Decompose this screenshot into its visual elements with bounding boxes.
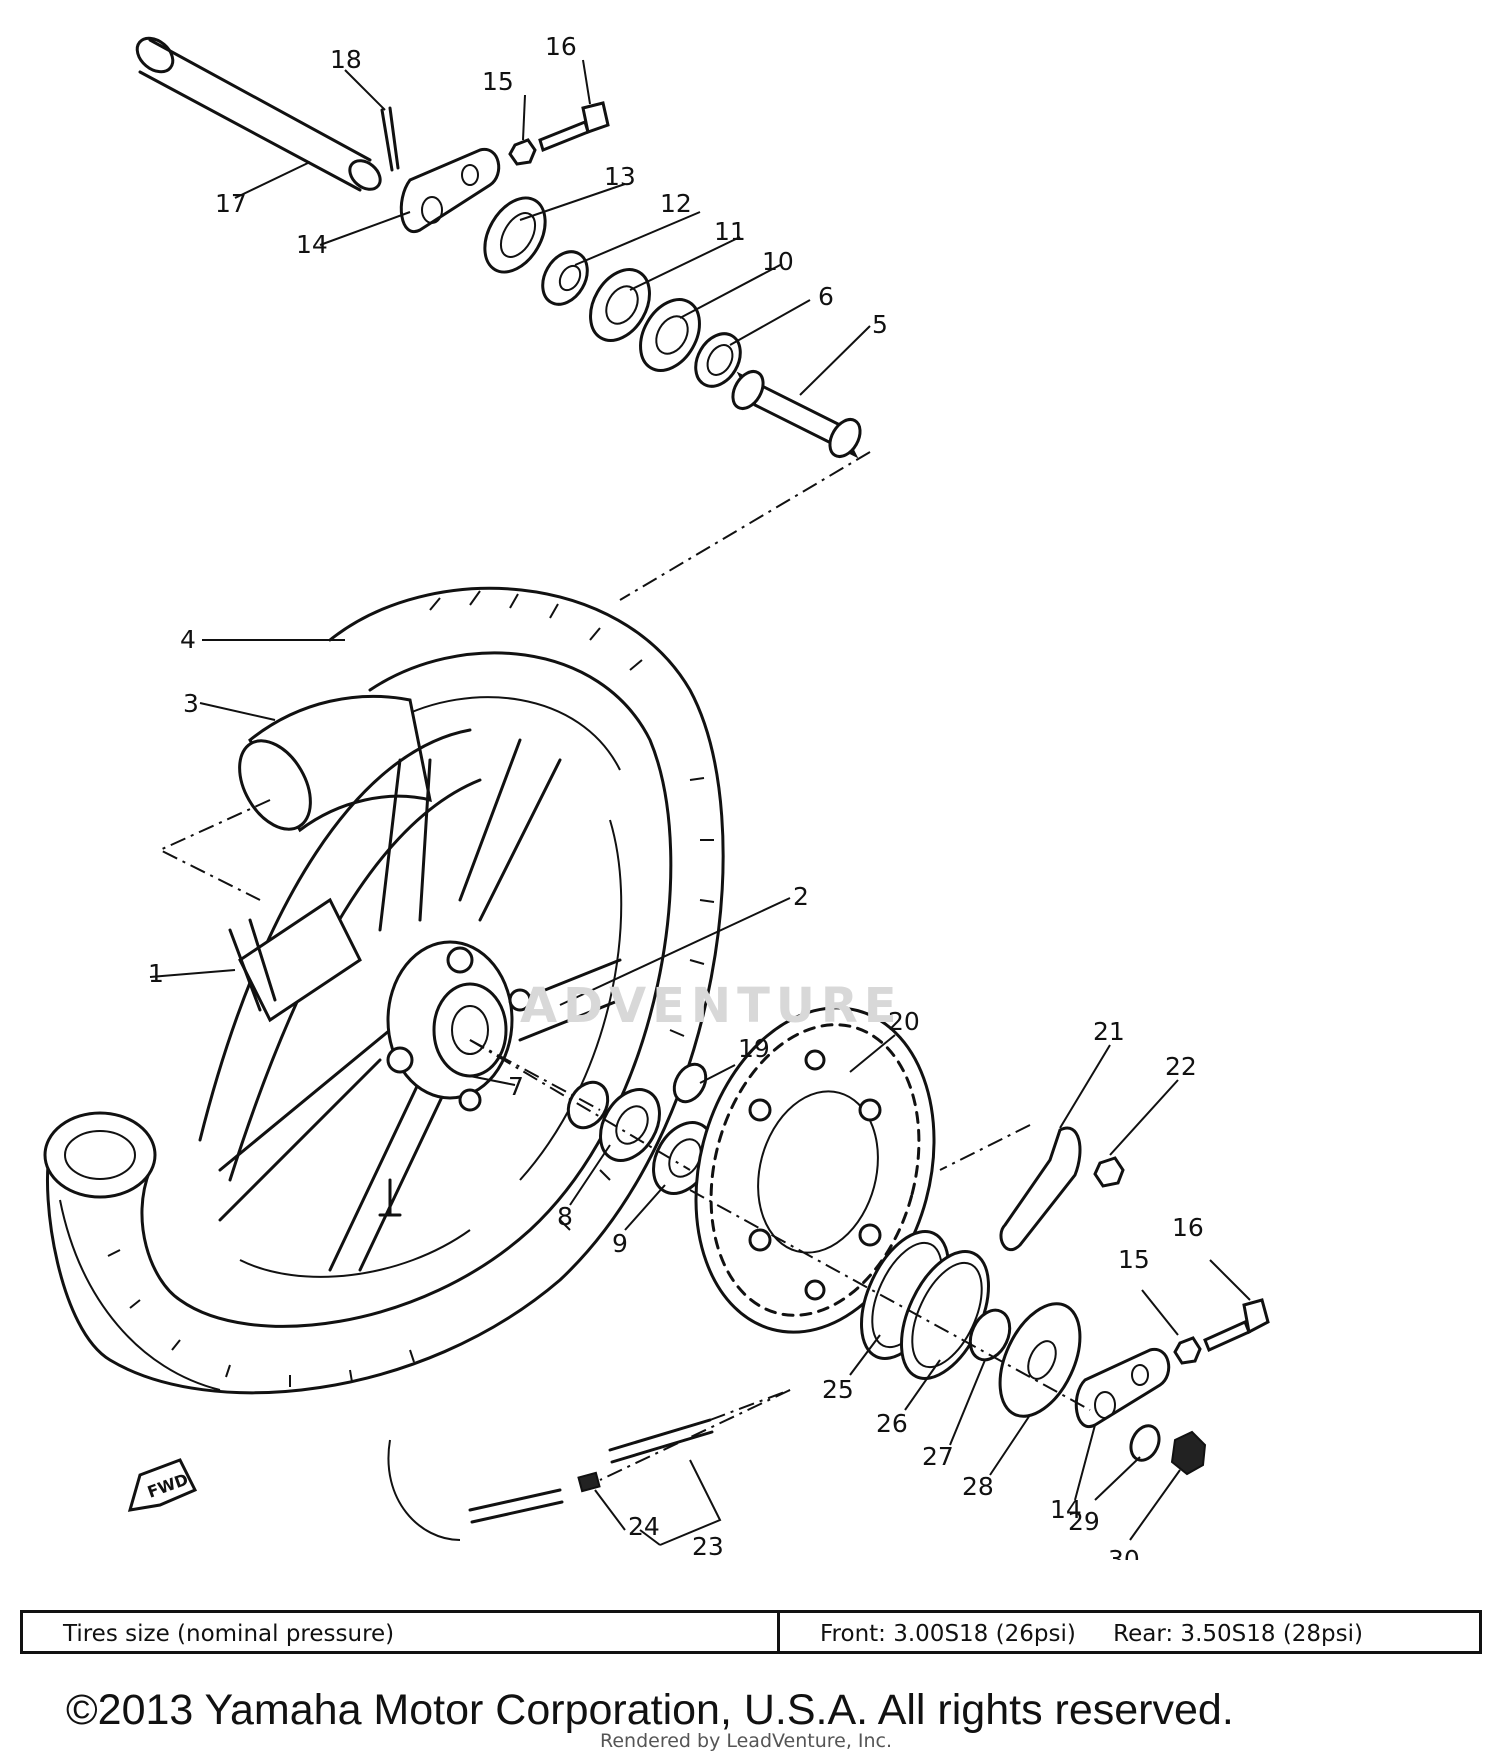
callout-30: 30 (1108, 1545, 1140, 1560)
copyright-notice: ©2013 Yamaha Motor Corporation, U.S.A. A… (66, 1686, 1234, 1734)
spacer-tube (731, 370, 862, 459)
swing-arm-outline (387, 1439, 461, 1541)
callout-10: 10 (762, 247, 794, 276)
lock-washer (999, 1126, 1082, 1252)
callout-23: 23 (692, 1532, 724, 1560)
tire-size-label: Tires size (nominal pressure) (20, 1610, 780, 1654)
circlip-19 (672, 1062, 708, 1104)
callout-28: 28 (962, 1472, 994, 1501)
spacer-top (541, 250, 589, 306)
callout-12: 12 (660, 189, 692, 218)
callout-26: 26 (876, 1409, 908, 1438)
tire-spec-table: Tires size (nominal pressure) Front: 3.0… (20, 1610, 1482, 1654)
callout-8: 8 (557, 1202, 573, 1231)
nut-bottom (1173, 1336, 1202, 1365)
tire-size-values: Front: 3.00S18 (26psi) Rear: 3.50S18 (28… (777, 1610, 1482, 1654)
fwd-arrow-icon: FWD (127, 1458, 198, 1512)
callout-1: 1 (148, 959, 164, 988)
callout-18: 18 (330, 45, 362, 74)
bearing-8 (599, 1088, 661, 1162)
nut-top (508, 138, 537, 166)
washer-29 (1129, 1424, 1161, 1462)
axle (135, 36, 382, 192)
callout-15-bottom: 15 (1118, 1245, 1150, 1274)
callout-labels: 1 2 3 4 5 6 7 8 9 10 11 12 13 14 15 16 1… (148, 32, 1204, 1560)
tire (43, 586, 725, 1395)
callout-22: 22 (1165, 1052, 1197, 1081)
callout-17: 17 (215, 189, 247, 218)
circlip-top (694, 332, 742, 388)
callout-25: 25 (822, 1375, 854, 1404)
oil-seal-top (483, 196, 547, 274)
callout-7: 7 (508, 1072, 524, 1101)
drive-chain (468, 1418, 714, 1524)
nut-22 (1093, 1156, 1125, 1188)
bolt-top (538, 101, 610, 153)
callout-14-top: 14 (296, 230, 328, 259)
hub-stub (228, 897, 362, 1023)
callout-14-bottom: 14 (1050, 1495, 1082, 1524)
cotter-pin (380, 106, 400, 172)
plate-28 (998, 1302, 1082, 1418)
callout-20: 20 (888, 1007, 920, 1036)
assembly-lines (157, 451, 1091, 1481)
callout-5: 5 (872, 310, 888, 339)
callout-15-top: 15 (482, 67, 514, 96)
table-row: Tires size (nominal pressure) Front: 3.0… (20, 1610, 1482, 1654)
callout-27: 27 (922, 1442, 954, 1471)
callout-29: 29 (1068, 1507, 1100, 1536)
rim-and-spokes (198, 728, 622, 1272)
callout-4: 4 (180, 625, 196, 654)
leader-lines (149, 59, 1251, 1546)
rear-wheel-exploded-diagram: FWD (43, 32, 1270, 1560)
rendered-by-note: Rendered by LeadVenture, Inc. (600, 1730, 893, 1752)
sprocket (694, 1006, 936, 1334)
collar-27 (968, 1308, 1012, 1362)
callout-2: 2 (793, 882, 809, 911)
chain-puller-top (399, 148, 501, 234)
callout-16-bottom: 16 (1172, 1213, 1204, 1242)
callout-9: 9 (612, 1229, 628, 1258)
callout-13: 13 (604, 162, 636, 191)
callout-11: 11 (714, 217, 746, 246)
watermark: ADVENTURE (520, 978, 903, 1034)
callout-21: 21 (1093, 1017, 1125, 1046)
chain-puller-bottom (1074, 1348, 1171, 1429)
axle-nut-30 (1170, 1430, 1207, 1476)
callout-3: 3 (183, 689, 199, 718)
callout-16-top: 16 (545, 32, 577, 61)
callout-6: 6 (818, 282, 834, 311)
callout-19: 19 (738, 1034, 770, 1063)
front-tire-spec: Front: 3.00S18 (26psi) (820, 1621, 1076, 1647)
bolt-bottom (1203, 1298, 1270, 1353)
callout-24: 24 (628, 1512, 660, 1541)
rear-tire-spec: Rear: 3.50S18 (28psi) (1113, 1621, 1364, 1647)
inner-tube (238, 694, 432, 833)
